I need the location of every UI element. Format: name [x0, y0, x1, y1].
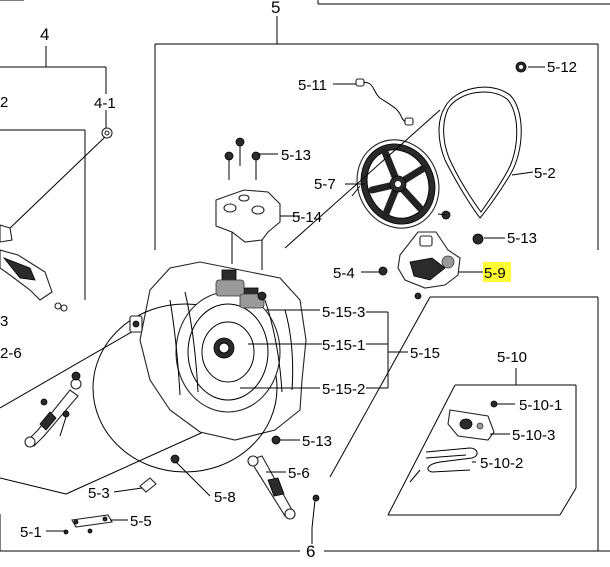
callout-5-9: 5-9: [484, 265, 506, 282]
callout-5-3: 5-3: [88, 485, 110, 502]
group-4-parts: [0, 127, 113, 312]
callout-5-5: 5-5: [130, 513, 152, 530]
callout-4-2: 2: [0, 94, 8, 111]
callout-5-4: 5-4: [333, 265, 355, 282]
part-5-15-tub: [92, 261, 307, 473]
callout-5-10-2: 5-10-2: [480, 455, 523, 472]
part-small-items: [63, 477, 157, 535]
leader-lines: [46, 66, 545, 544]
part-5-9-motor: [378, 231, 461, 289]
group-5-label: 5: [271, 0, 280, 17]
part-5-11-wire: [355, 78, 414, 126]
part-5-2-belt: [438, 86, 522, 219]
callout-5-10: 5-10: [497, 349, 527, 366]
part-5-6-dampers: [24, 371, 320, 529]
callout-5-10-3: 5-10-3: [512, 427, 555, 444]
part-5-14-bracket: [215, 189, 281, 270]
part-5-13-screws: [224, 137, 484, 445]
callout-5-11: 5-11: [298, 77, 327, 94]
callout-5-2: 5-2: [534, 165, 556, 182]
callout-5-15-2: 5-15-2: [322, 381, 365, 398]
callout-5-6: 5-6: [288, 465, 310, 482]
callout-5-15: 5-15: [410, 345, 440, 362]
callout-5-13-c: 5-13: [302, 433, 332, 450]
callout-5-13-b: 5-13: [507, 230, 537, 247]
callout-5-7: 5-7: [314, 176, 336, 193]
group-4-label: 4: [40, 25, 49, 44]
callout-5-14: 5-14: [292, 209, 322, 226]
callout-5-13-a: 5-13: [281, 147, 311, 164]
labels: 4 5 6 4-1 2 3 2-6 5-11 5-12 5-13 5-2 5-7…: [0, 0, 577, 561]
callout-5-8: 5-8: [214, 489, 236, 506]
callout-4-6: 2-6: [0, 345, 22, 362]
callout-5-1: 5-1: [20, 524, 42, 541]
callout-4-1: 4-1: [94, 95, 116, 112]
group-6-label: 6: [306, 542, 315, 561]
highlight-5-9: [483, 262, 511, 282]
callout-5-10-1: 5-10-1: [519, 397, 562, 414]
part-5-10-heater: [425, 400, 498, 473]
callout-4-3: 3: [0, 313, 8, 330]
callout-5-15-3: 5-15-3: [322, 304, 365, 321]
callout-5-15-1: 5-15-1: [322, 337, 365, 354]
callout-5-12: 5-12: [547, 59, 577, 76]
part-5-12-screw: [515, 61, 527, 73]
